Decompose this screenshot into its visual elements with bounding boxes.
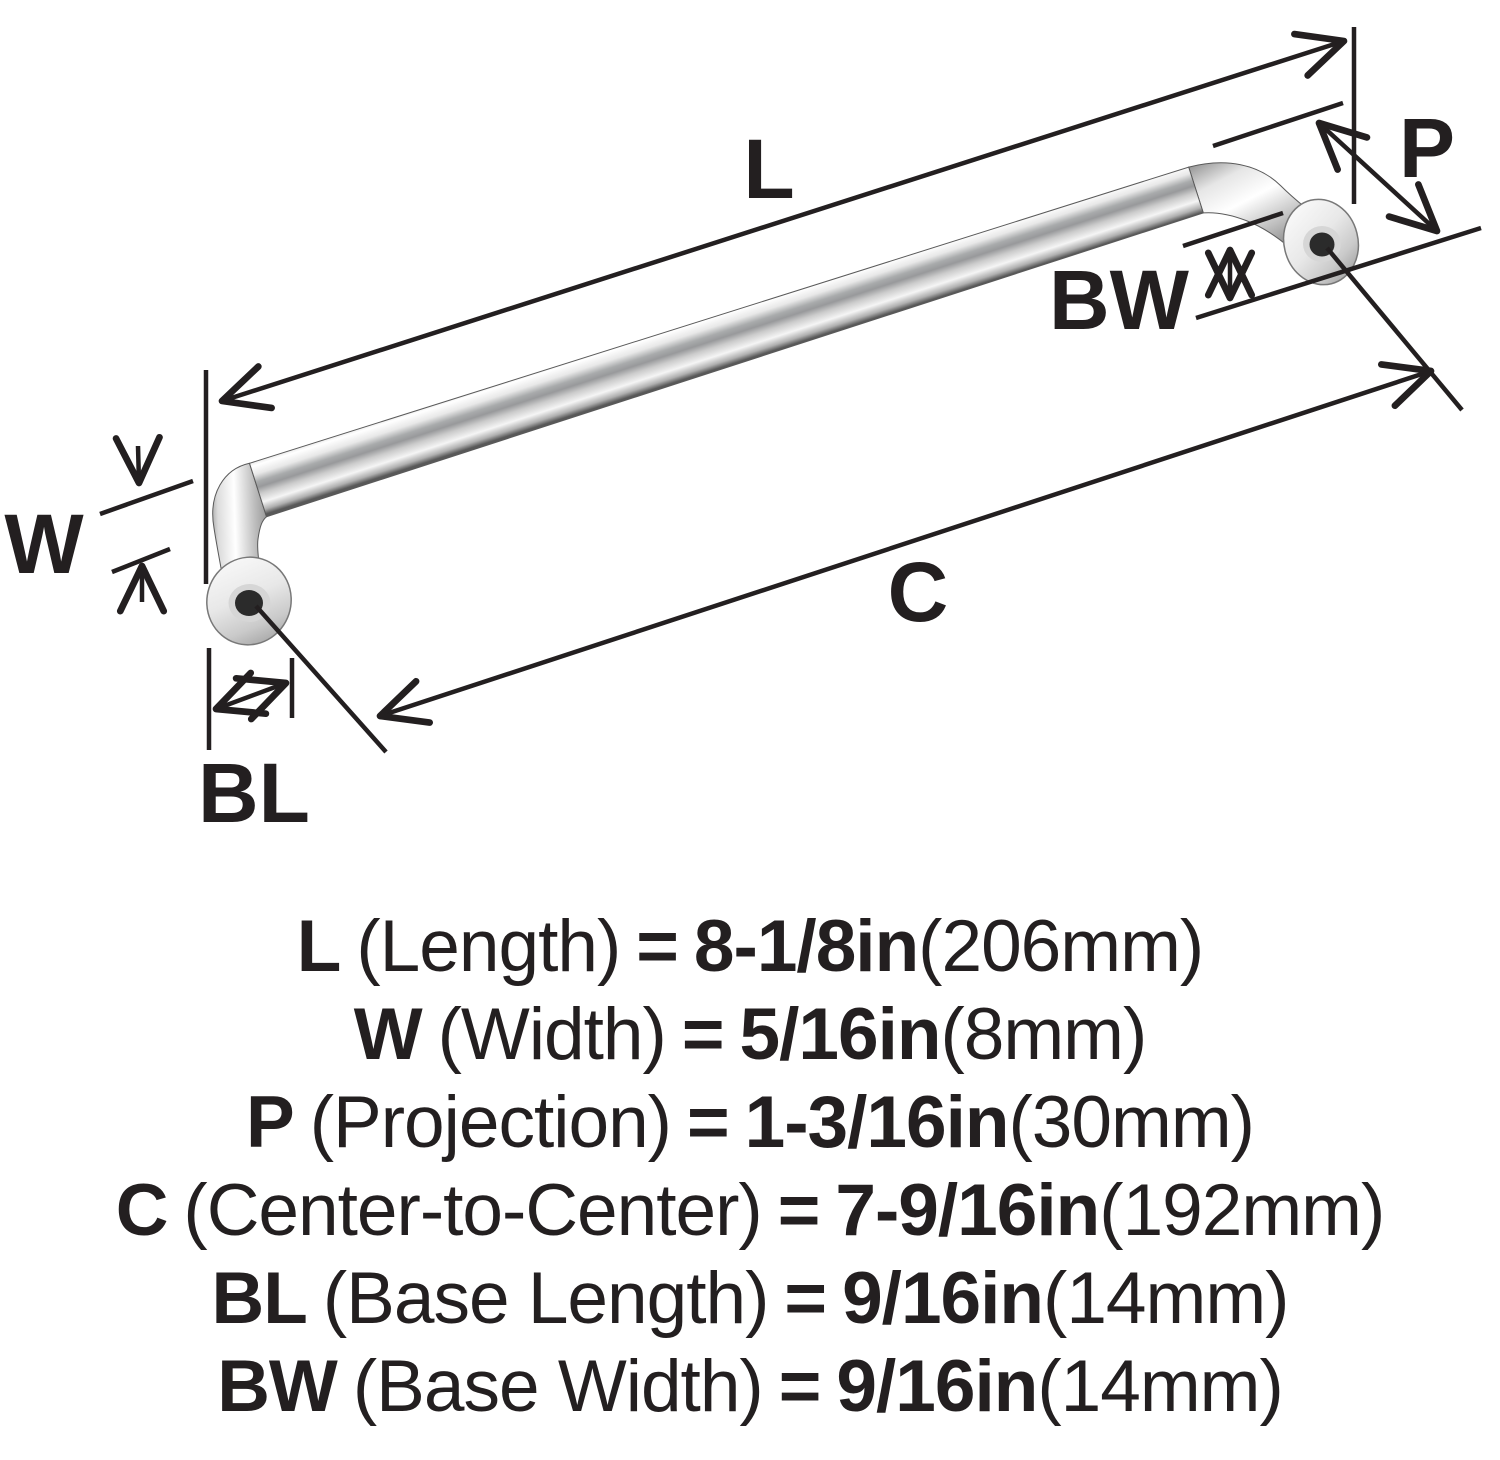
spec-name: (Center-to-Center) <box>183 1170 762 1251</box>
spec-name: (Length) <box>356 906 621 987</box>
dimension-diagram: L P BW W C BL <box>4 27 1482 840</box>
dimension-diagram-svg: L P BW W C BL <box>4 27 1482 840</box>
label-C: C <box>888 545 949 639</box>
dimension-lines <box>99 27 1482 754</box>
spec-list: L(Length)=8-1/8in(206mm) W(Width)=5/16in… <box>0 903 1500 1431</box>
label-P: P <box>1399 101 1455 195</box>
dim-arrow-P <box>1315 119 1441 235</box>
label-BW: BW <box>1049 253 1190 347</box>
spec-metric: (14mm) <box>1037 1346 1283 1427</box>
spec-row-base-width: BW(Base Width)=9/16in(14mm) <box>0 1343 1500 1431</box>
ref-line-BW-top <box>1182 210 1284 249</box>
handle-pull-illustration <box>206 162 1360 646</box>
spec-metric: (30mm) <box>1008 1082 1255 1163</box>
spec-metric: (8mm) <box>940 994 1147 1075</box>
spec-value: 5/16in <box>739 994 941 1075</box>
ext-line-C-right <box>1325 246 1464 412</box>
spec-row-base-length: BL(Base Length)=9/16in(14mm) <box>0 1255 1500 1343</box>
spec-value: 8-1/8in <box>693 906 919 987</box>
ref-line-W-top <box>99 478 194 517</box>
spec-equals: = <box>636 906 679 987</box>
dim-line-C <box>376 361 1435 726</box>
spec-equals: = <box>777 1170 821 1251</box>
spec-equals: = <box>778 1346 822 1427</box>
spec-value: 1-3/16in <box>744 1082 1010 1163</box>
spec-name: (Projection) <box>309 1082 672 1163</box>
spec-symbol: L <box>296 906 342 987</box>
spec-metric: (206mm) <box>918 906 1204 987</box>
spec-value: 9/16in <box>836 1346 1038 1427</box>
ref-line-P-BW-bottom <box>1195 225 1482 321</box>
spec-symbol: C <box>115 1170 169 1251</box>
label-W: W <box>4 497 84 591</box>
spec-row-center-to-center: C(Center-to-Center)=7-9/16in(192mm) <box>0 1167 1500 1255</box>
spec-name: (Base Length) <box>322 1258 770 1339</box>
spec-equals: = <box>784 1258 827 1339</box>
spec-name: (Base Width) <box>352 1346 764 1427</box>
spec-metric: (192mm) <box>1099 1170 1385 1251</box>
mount-hole-left <box>235 590 263 616</box>
spec-symbol: P <box>246 1082 295 1163</box>
spec-equals: = <box>686 1082 730 1163</box>
dim-arrow-W-down <box>112 433 163 487</box>
spec-symbol: BW <box>217 1346 338 1427</box>
ext-line-C-left <box>254 604 388 754</box>
label-BL: BL <box>198 746 310 840</box>
spec-symbol: W <box>353 994 423 1075</box>
spec-row-projection: P(Projection)=1-3/16in(30mm) <box>0 1079 1500 1167</box>
spec-row-width: W(Width)=5/16in(8mm) <box>0 991 1500 1079</box>
spec-symbol: BL <box>211 1258 308 1339</box>
dimension-labels: L P BW W C BL <box>4 101 1455 840</box>
spec-value: 7-9/16in <box>835 1170 1100 1251</box>
spec-value: 9/16in <box>842 1258 1044 1339</box>
spec-row-length: L(Length)=8-1/8in(206mm) <box>0 903 1500 991</box>
dim-line-L <box>218 30 1348 412</box>
spec-name: (Width) <box>437 994 667 1075</box>
label-L: L <box>743 122 794 216</box>
ref-line-P-top <box>1212 100 1344 149</box>
spec-metric: (14mm) <box>1043 1258 1289 1339</box>
dim-arrow-BL <box>212 669 290 723</box>
spec-equals: = <box>681 994 725 1075</box>
